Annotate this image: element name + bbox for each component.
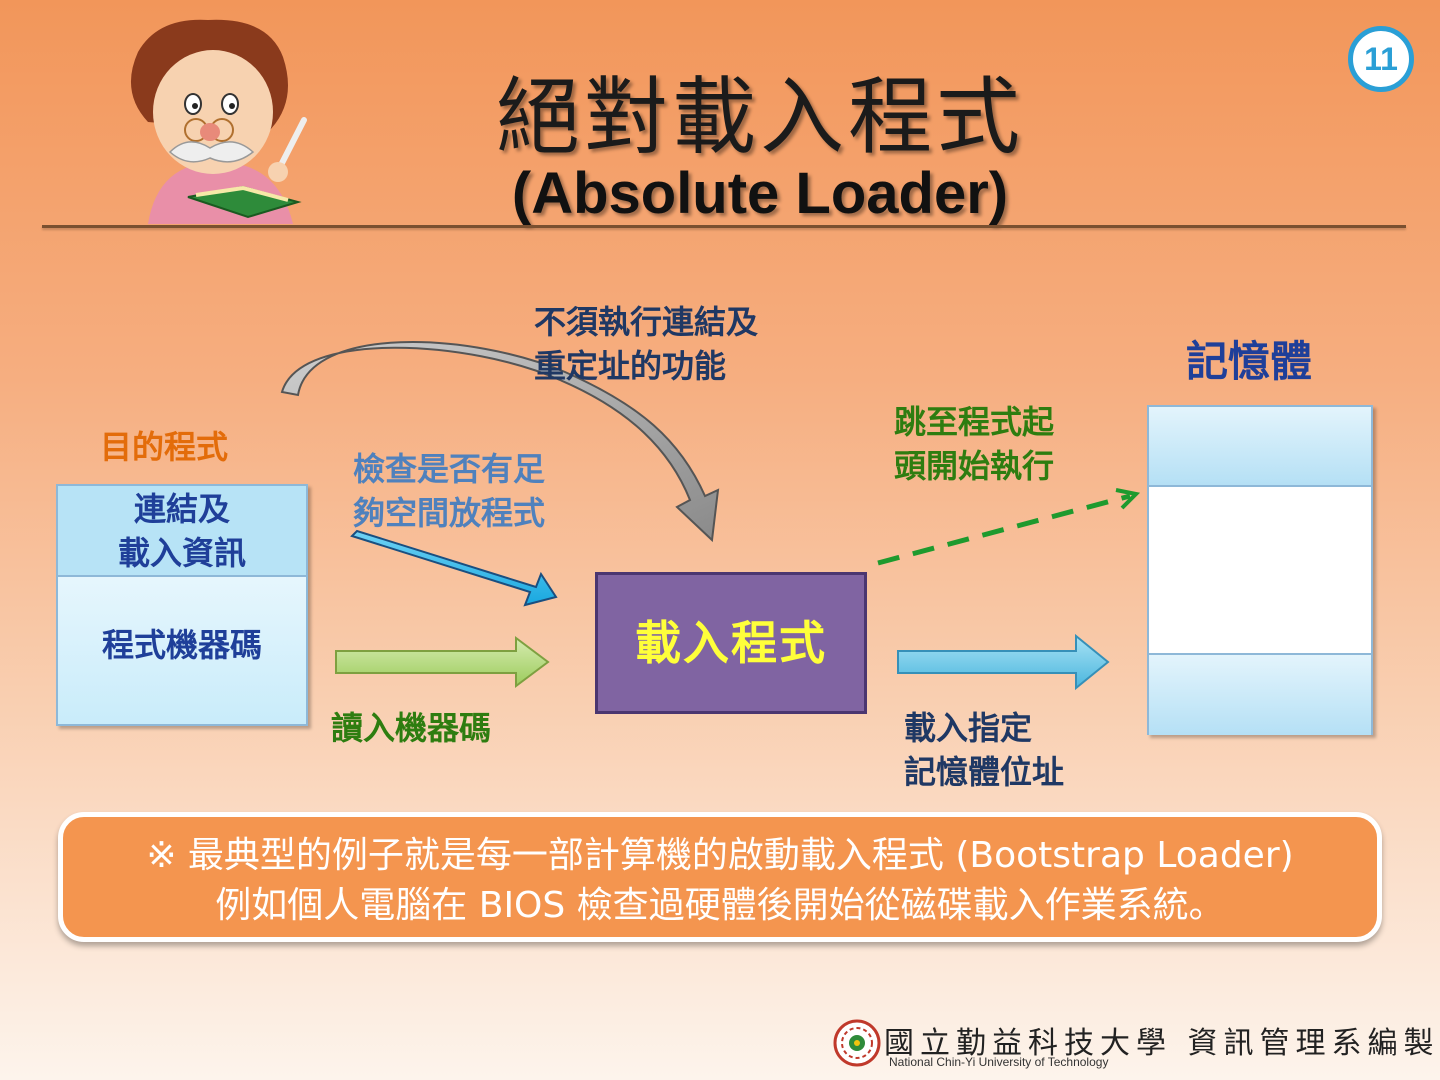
footer-org-english: National Chin-Yi University of Technolog… (889, 1055, 1109, 1069)
arrow-load-address (897, 633, 1110, 691)
page-title: 絕對載入程式 (495, 68, 1024, 166)
machine-code-section: 程式機器碼 (58, 577, 306, 724)
arrow-check-space (350, 529, 558, 607)
link-load-info-line1: 連結及 (133, 490, 230, 528)
link-load-info-line2: 載入資訊 (117, 534, 246, 572)
load-address-line2: 記憶體位址 (904, 753, 1065, 791)
university-emblem-icon (833, 1019, 881, 1067)
memory-label: 記憶體 (1186, 337, 1313, 386)
jump-start-line2: 頭開始執行 (894, 447, 1055, 485)
load-address-note: 載入指定 記憶體位址 (904, 706, 1064, 794)
link-load-info-section: 連結及 載入資訊 (58, 486, 306, 577)
memory-top-section (1149, 407, 1371, 487)
page-subtitle: (Absolute Loader) (511, 161, 1009, 226)
professor-mascot-illustration (130, 19, 307, 224)
arrow-read-machine-code (335, 636, 550, 688)
dashed-arrow-head (1115, 488, 1141, 510)
no-link-note-line1: 不須執行連結及 (534, 303, 759, 341)
memory-box (1147, 405, 1373, 735)
footer-org-name: 國立勤益科技大學 資訊管理系編製 (884, 1026, 1440, 1061)
page-number-badge: 11 (1348, 26, 1414, 92)
curved-arrow-no-link (280, 341, 720, 543)
jump-start-line1: 跳至程式起 (894, 403, 1055, 441)
object-program-box: 連結及 載入資訊 程式機器碼 (56, 484, 308, 726)
note-line1: ※ 最典型的例子就是每一部計算機的啟動載入程式 (Bootstrap Loade… (146, 835, 1294, 876)
no-link-note: 不須執行連結及 重定址的功能 (534, 300, 758, 388)
check-space-line1: 檢查是否有足 (353, 450, 546, 488)
machine-code-label: 程式機器碼 (101, 626, 262, 664)
memory-bottom-section (1149, 653, 1371, 735)
object-program-label: 目的程式 (100, 428, 229, 466)
bootstrap-note-box: ※ 最典型的例子就是每一部計算機的啟動載入程式 (Bootstrap Loade… (58, 812, 1382, 942)
load-address-line1: 載入指定 (904, 709, 1033, 747)
read-machine-code-label: 讀入機器碼 (331, 709, 492, 747)
jump-start-note: 跳至程式起 頭開始執行 (894, 400, 1054, 488)
check-space-line2: 夠空間放程式 (353, 494, 546, 532)
no-link-note-line2: 重定址的功能 (534, 347, 727, 385)
header-divider (42, 225, 1406, 228)
dashed-arrow-jump-start (877, 493, 1131, 566)
note-line2: 例如個人電腦在 BIOS 檢查過硬體後開始從磁碟載入作業系統。 (215, 885, 1225, 926)
check-space-note: 檢查是否有足 夠空間放程式 (353, 447, 545, 535)
loader-box: 載入程式 (595, 572, 867, 714)
